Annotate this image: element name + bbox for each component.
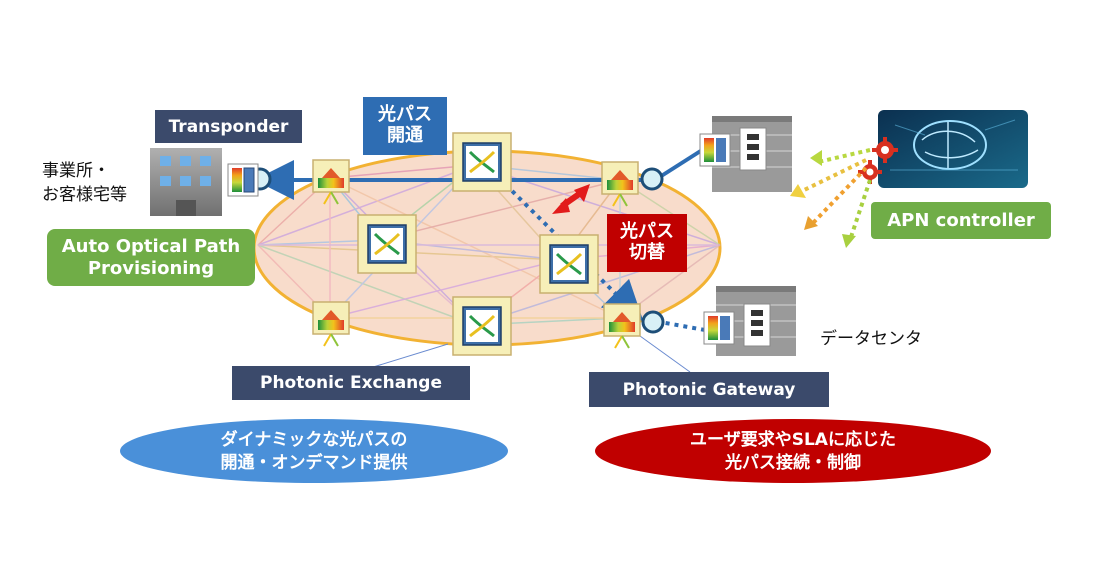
path-switch-line1: 光パス xyxy=(620,221,674,243)
right-oval-line2: 光パス接続・制御 xyxy=(725,453,861,473)
right-oval-text: ユーザ要求やSLAに応じた 光パス接続・制御 xyxy=(595,420,991,484)
brain-icon xyxy=(878,110,1028,188)
office-label-line2: お客様宅等 xyxy=(42,184,127,205)
transponder-label: Transponder xyxy=(155,110,302,143)
left-oval-text: ダイナミックな光パスの 開通・オンデマンド提供 xyxy=(120,420,508,484)
transponder-icon xyxy=(227,163,259,197)
gear-icon xyxy=(872,137,898,163)
auto-optical-path-line1: Auto Optical Path xyxy=(61,235,241,257)
photonic-exchange-label: Photonic Exchange xyxy=(232,366,470,400)
datacenter-label: データセンタ xyxy=(820,329,922,349)
photonic-gateway-icon xyxy=(312,301,350,347)
path-open-label: 光パス 開通 xyxy=(363,97,447,155)
left-oval-line1: ダイナミックな光パスの xyxy=(220,430,408,451)
photonic-gateway-icon xyxy=(601,161,639,207)
office-label: 事業所・ お客様宅等 xyxy=(42,160,152,208)
building-icon xyxy=(150,148,222,216)
auto-optical-path-label: Auto Optical Path Provisioning xyxy=(47,229,255,286)
path-open-line2: 開通 xyxy=(387,125,423,146)
control-arrows xyxy=(799,148,872,241)
datacenter-icon xyxy=(703,286,796,356)
photonic-gateway-icon xyxy=(312,159,350,205)
photonic-exchange-icon xyxy=(539,234,599,294)
left-oval-line2: 開通・オンデマンド提供 xyxy=(220,453,408,473)
path-switch-line2: 切替 xyxy=(629,242,665,263)
photonic-exchange-icon xyxy=(452,296,512,356)
transponder-port-icon xyxy=(640,167,664,191)
photonic-exchange-icon xyxy=(452,132,512,192)
switch-arrow-icon xyxy=(552,184,590,214)
datacenter-icon xyxy=(699,116,792,192)
photonic-exchange-icon xyxy=(357,214,417,274)
transponder-port-icon xyxy=(641,310,665,334)
auto-optical-path-line2: Provisioning xyxy=(87,257,215,279)
path-switch-label: 光パス 切替 xyxy=(607,214,687,272)
right-oval-line1: ユーザ要求やSLAに応じた xyxy=(690,430,896,451)
apn-controller-label: APN controller xyxy=(871,202,1051,239)
left-oval-bg xyxy=(120,419,508,483)
switched-path-line xyxy=(491,170,644,322)
control-arrowheads xyxy=(790,150,856,248)
photonic-gateway-label: Photonic Gateway xyxy=(589,372,829,407)
photonic-gateway-icon xyxy=(603,303,641,349)
right-oval-bg xyxy=(595,419,991,483)
office-label-line1: 事業所・ xyxy=(42,161,110,181)
path-open-line1: 光パス xyxy=(378,104,432,126)
